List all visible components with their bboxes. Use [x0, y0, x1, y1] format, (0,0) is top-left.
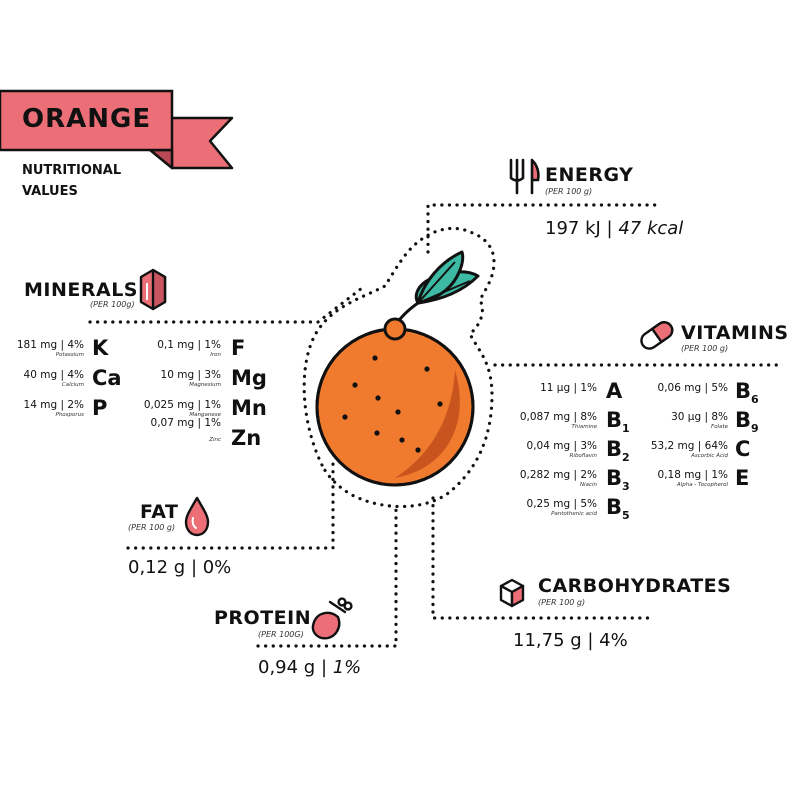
fat-per: (PER 100 g) — [128, 523, 176, 532]
mineral-symbol-mg: Mg — [231, 366, 267, 390]
vitamin-letter-b5: B — [606, 495, 623, 519]
vitamin-symbol-b2: B2 — [606, 437, 630, 464]
mineral-value-mg: 10 mg | 3% — [160, 369, 221, 381]
energy-kcal: 47 kcal — [618, 218, 684, 239]
mineral-symbol-k: K — [92, 336, 109, 360]
energy-per: (PER 100 g) — [545, 187, 593, 196]
energy-heading: ENERGY — [545, 164, 634, 186]
vitamin-symbol-b9: B9 — [735, 408, 759, 435]
mineral-name-fe: Iron — [210, 352, 221, 358]
mineral-value-p: 14 mg | 2% — [23, 399, 84, 411]
vitamin-symbol-c: C — [735, 437, 750, 464]
energy-kj: 197 kJ | — [545, 218, 619, 239]
fat-connector — [126, 458, 335, 550]
vitamin-name-b5: Pantothenic acid — [551, 511, 597, 517]
vitamin-value-b2: 0,04 mg | 3% — [526, 440, 597, 452]
vitamin-value-e: 0,18 mg | 1% — [657, 469, 728, 481]
mineral-name-p: Phosporus — [55, 412, 84, 418]
sugar-cube-icon — [499, 578, 525, 608]
vitamin-letter-b2: B — [606, 437, 623, 461]
mineral-symbol-fe: F — [231, 336, 246, 360]
vitamins-per: (PER 100 g) — [681, 344, 729, 353]
vitamin-symbol-b6: B6 — [735, 379, 759, 406]
vitamin-symbol-b5: B5 — [606, 495, 630, 522]
mineral-value-fe: 0,1 mg | 1% — [157, 339, 221, 351]
vitamin-name-b2: Riboflavin — [569, 453, 597, 459]
mineral-symbol-zn: Zn — [231, 426, 262, 450]
vitamin-sub-b1: 1 — [622, 422, 630, 436]
mineral-value-mn: 0,025 mg | 1% — [143, 399, 221, 411]
fork-knife-icon — [509, 158, 540, 195]
vitamin-letter-b3: B — [606, 466, 623, 490]
carbohydrates-value: 11,75 g | 4% — [513, 630, 628, 651]
energy-value: 197 kJ | 47 kcal — [545, 218, 683, 239]
vitamin-value-c: 53,2 mg | 64% — [650, 440, 728, 452]
drop-icon — [184, 496, 210, 537]
protein-value: 0,94 g | 1% — [258, 657, 361, 678]
vitamin-name-b3: Niacin — [579, 482, 597, 488]
crystal-icon — [139, 268, 167, 311]
vitamin-value-b9: 30 µg | 8% — [671, 411, 728, 423]
vitamin-value-b5: 0,25 mg | 5% — [526, 498, 597, 510]
vitamin-letter-b6: B — [735, 379, 752, 403]
carbohydrates-heading: CARBOHYDRATES — [538, 575, 732, 597]
vitamin-letter-e: E — [735, 466, 750, 490]
mineral-name-k: Potassium — [55, 352, 84, 358]
vitamins-heading: VITAMINS — [681, 322, 789, 344]
vitamin-sub-b3: 3 — [622, 480, 630, 494]
mineral-value-ca: 40 mg | 4% — [23, 369, 84, 381]
vitamin-symbol-b1: B1 — [606, 408, 630, 435]
vitamin-value-b1: 0,087 mg | 8% — [519, 411, 597, 423]
protein-grams: 0,94 g | — [258, 657, 333, 678]
vitamin-symbol-a: A — [606, 379, 622, 406]
mineral-value-zn: 0,07 mg | 1% — [150, 417, 221, 429]
protein-per: (PER 100G) — [258, 630, 304, 639]
vitamin-sub-b9: 9 — [751, 422, 759, 436]
vitamin-letter-c: C — [735, 437, 751, 461]
mineral-name-mn: Manganese — [189, 412, 221, 418]
vitamin-name-b9: Folate — [711, 424, 728, 430]
mineral-name-zn: Zinc — [209, 437, 221, 443]
fat-heading: FAT — [140, 501, 179, 523]
carbohydrates-per: (PER 100 g) — [538, 598, 586, 607]
vitamin-symbol-e: E — [735, 466, 749, 493]
mineral-value-k: 181 mg | 4% — [16, 339, 84, 351]
vitamin-value-b3: 0,282 mg | 2% — [519, 469, 597, 481]
mineral-symbol-p: P — [92, 396, 108, 420]
vitamin-letter-a: A — [606, 379, 623, 403]
protein-percent: 1% — [332, 657, 362, 678]
pill-icon — [640, 321, 674, 350]
vitamin-sub-b2: 2 — [622, 451, 630, 465]
fruit-dotted-outline — [302, 226, 496, 509]
mineral-name-mg: Magnesium — [189, 382, 221, 388]
vitamin-value-b6: 0,06 mg | 5% — [657, 382, 728, 394]
mineral-symbol-ca: Ca — [92, 366, 122, 390]
protein-connector — [256, 506, 398, 648]
vitamin-name-b1: Thiamine — [571, 424, 598, 430]
orange-fruit — [315, 250, 480, 487]
vitamin-letter-b9: B — [735, 408, 752, 432]
banner-body — [0, 89, 174, 152]
mineral-name-ca: Calcium — [61, 382, 84, 388]
page-title: ORANGE — [22, 104, 152, 134]
minerals-per: (PER 100g) — [90, 300, 135, 309]
vitamin-sub-b6: 6 — [751, 393, 759, 407]
vitamin-name-e: Alpha - Tocopherol — [676, 482, 728, 488]
minerals-heading: MINERALS — [24, 279, 138, 301]
carbohydrates-connector — [431, 496, 652, 620]
page-subtitle: NUTRITIONAL VALUES — [22, 163, 122, 199]
minerals-connector — [88, 286, 364, 324]
vitamin-sub-b5: 5 — [622, 509, 630, 523]
dotted-connectors — [88, 203, 780, 648]
protein-heading: PROTEIN — [214, 607, 312, 629]
vitamin-symbol-b3: B3 — [606, 466, 630, 493]
vitamin-letter-b1: B — [606, 408, 623, 432]
fat-value: 0,12 g | 0% — [128, 557, 232, 578]
title-banner — [0, 89, 234, 170]
vitamin-value-a: 11 µg | 1% — [540, 382, 597, 394]
drumstick-icon — [311, 597, 353, 640]
mineral-symbol-mn: Mn — [231, 396, 267, 420]
vitamin-name-c: Ascorbic Acid — [691, 453, 728, 459]
